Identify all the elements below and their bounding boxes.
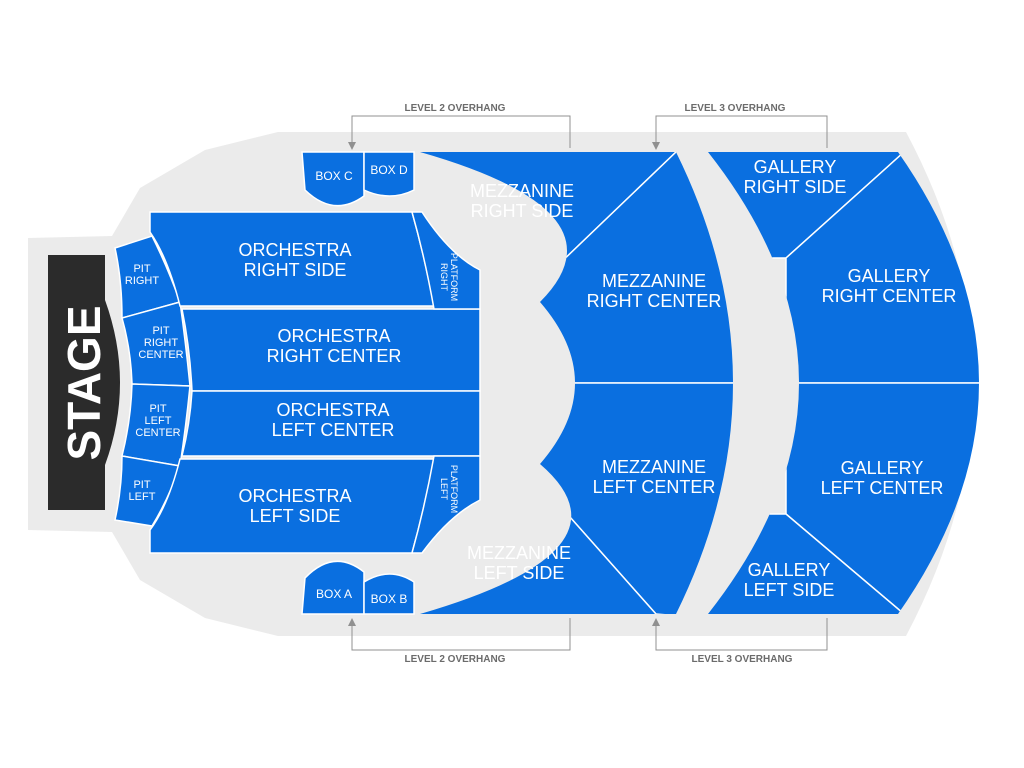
arrow-up-icon — [348, 618, 356, 626]
level-3-overhang-top: LEVEL 3 OVERHANG — [652, 100, 828, 150]
overhang-label-level2-top: LEVEL 2 OVERHANG — [405, 103, 506, 114]
section-platform-left[interactable] — [411, 455, 481, 554]
section-orchestra-right-side[interactable] — [149, 211, 435, 307]
section-orchestra-left-center[interactable] — [181, 390, 481, 457]
stage-label: STAGE — [58, 305, 110, 460]
arrow-down-icon — [652, 142, 660, 150]
section-box-c[interactable] — [301, 151, 365, 207]
arrow-down-icon — [348, 142, 356, 150]
section-orchestra-right-center[interactable] — [181, 308, 481, 392]
arrow-up-icon — [652, 618, 660, 626]
section-orchestra-left-side[interactable] — [149, 458, 435, 554]
section-box-a[interactable] — [301, 560, 365, 615]
section-box-b[interactable] — [363, 573, 415, 615]
section-platform-right[interactable] — [411, 211, 481, 310]
section-pit-left-center[interactable] — [121, 383, 191, 467]
overhang-label-level3-bottom: LEVEL 3 OVERHANG — [692, 654, 793, 665]
level-3-overhang-bottom: LEVEL 3 OVERHANG — [652, 618, 828, 666]
level-2-overhang-top: LEVEL 2 OVERHANG — [348, 100, 571, 150]
level-2-overhang-bottom: LEVEL 2 OVERHANG — [348, 618, 571, 666]
overhang-label-level3-top: LEVEL 3 OVERHANG — [685, 103, 786, 114]
section-pit-right-center[interactable] — [121, 301, 191, 387]
overhang-label-level2-bottom: LEVEL 2 OVERHANG — [405, 654, 506, 665]
section-box-d[interactable] — [363, 151, 415, 197]
stage — [48, 255, 120, 510]
